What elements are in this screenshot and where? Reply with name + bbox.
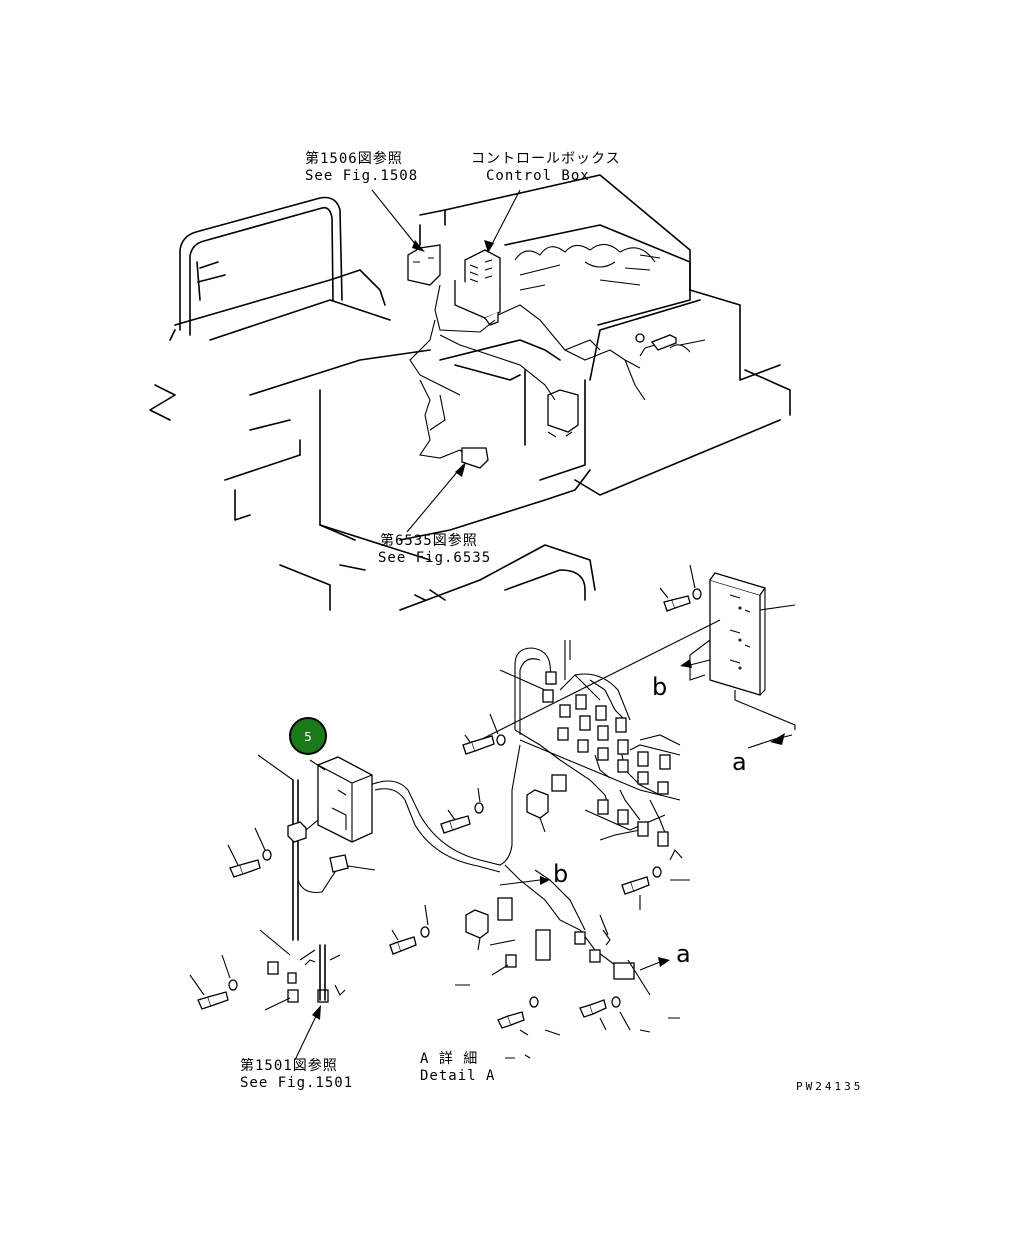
- control-box-label-en: Control Box: [486, 168, 590, 184]
- clips-and-leaders: [257, 640, 683, 1059]
- leader-lines-upper: [371, 189, 521, 533]
- fig6535-label-en: See Fig.6535: [378, 550, 491, 566]
- view-letter-b-lower: b: [553, 860, 568, 888]
- connectors: [267, 671, 671, 1003]
- part-badge-circle: [289, 717, 327, 755]
- fig1508-label-jp: 第1506図参照: [305, 150, 403, 167]
- leader-fig1501: [294, 1005, 321, 1061]
- bolts-and-washers: [189, 564, 702, 1031]
- control-box-label-jp: コントロールボックス: [471, 151, 621, 167]
- mounting-plate: [689, 572, 796, 730]
- switches: [465, 789, 549, 951]
- fig1501-label-jp: 第1501図参照: [240, 1057, 338, 1074]
- detail-a-label-en: Detail A: [420, 1068, 495, 1084]
- control-box-upper: [454, 249, 501, 326]
- machine-frame-drawing: [149, 174, 791, 611]
- detail-a-label-jp: A 詳 細: [420, 1051, 478, 1067]
- controller-box: [309, 756, 373, 843]
- part-badge-number: 5: [304, 730, 312, 744]
- fig1501-label-en: See Fig.1501: [240, 1075, 353, 1091]
- drawing-code: PW24135: [796, 1080, 863, 1093]
- harness-upper: [409, 284, 706, 469]
- fig1508-label-en: See Fig.1508: [305, 168, 418, 184]
- relay-box-upper: [547, 389, 579, 438]
- view-letter-b-upper: b: [652, 673, 667, 701]
- fig6535-label-jp: 第6535図参照: [380, 532, 478, 549]
- part-number-badge[interactable]: 5: [289, 717, 327, 755]
- view-arrows: [499, 659, 793, 971]
- support-post: [287, 779, 376, 1001]
- wiring-loom: [369, 619, 721, 966]
- view-letter-a-lower: a: [676, 940, 691, 968]
- view-letter-a-upper: a: [732, 748, 747, 776]
